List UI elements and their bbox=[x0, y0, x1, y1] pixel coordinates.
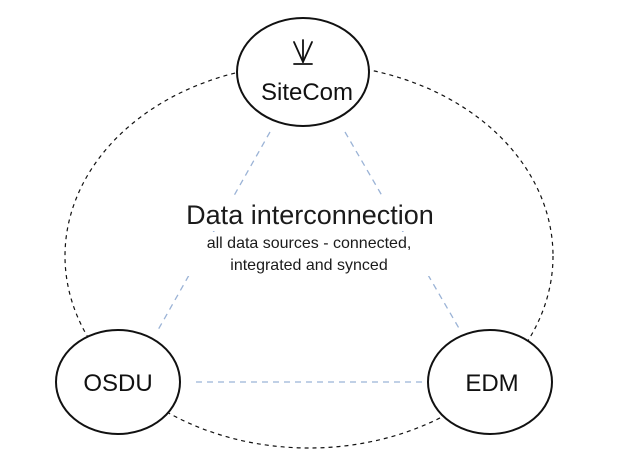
diagram-title: Data interconnection bbox=[186, 200, 434, 230]
node-osdu-circle bbox=[55, 329, 181, 435]
node-edm-label: EDM bbox=[465, 370, 518, 397]
node-osdu: OSDU bbox=[55, 329, 181, 435]
node-edm: EDM bbox=[427, 329, 553, 435]
node-sitecom: SiteCom bbox=[236, 17, 370, 127]
subtitle-backdrop bbox=[168, 232, 454, 276]
satellite-antenna-icon bbox=[293, 39, 313, 65]
diagram-subtitle-line1: all data sources - connected, bbox=[207, 235, 412, 252]
node-osdu-label: OSDU bbox=[83, 370, 152, 397]
node-sitecom-label: SiteCom bbox=[261, 79, 353, 106]
title-backdrop bbox=[148, 195, 470, 231]
outer-cycle-ring bbox=[64, 63, 554, 449]
node-sitecom-circle bbox=[236, 17, 370, 127]
diagram-subtitle-line2: integrated and synced bbox=[230, 257, 387, 274]
node-edm-circle bbox=[427, 329, 553, 435]
